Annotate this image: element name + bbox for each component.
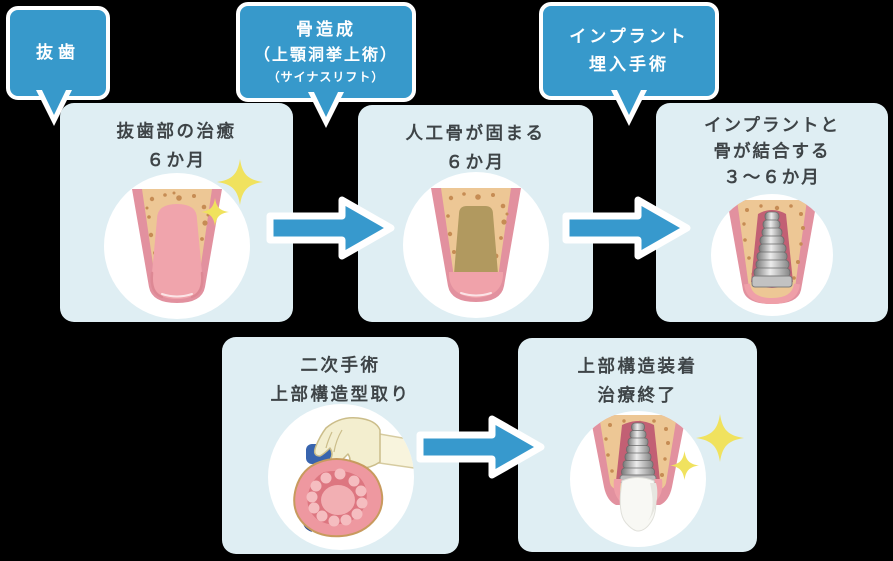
sparkle-icon [696, 414, 744, 462]
healed-socket-icon [131, 189, 222, 303]
step-title: 上部構造装着 治療終了 [518, 338, 757, 410]
step-title-line: ３〜６か月 [723, 167, 821, 187]
bubble-tail [616, 88, 642, 115]
step-title-line: ６か月 [445, 152, 506, 172]
bubble-tail [41, 88, 67, 115]
step-card-bone-hardening: 人工骨が固まる ６か月 [358, 105, 593, 322]
step-card-extraction-healing: 抜歯部の治癒 ６か月 [60, 103, 293, 322]
illustration-implant-in-bone [711, 194, 833, 316]
step-title-line: 二次手術 [300, 355, 381, 375]
illustration-impression-mold [267, 404, 414, 550]
step-title-line: 上部構造型取り [270, 384, 411, 404]
callout-implant-placement: インプラント 埋入手術 [539, 2, 719, 126]
step-title-line: 人工骨が固まる [405, 123, 546, 143]
step-title-line: 抜歯部の治癒 [116, 121, 237, 141]
implant-in-bone-icon [727, 200, 817, 305]
step-title-line: 治療終了 [597, 385, 678, 405]
callout-label: 抜歯 [36, 43, 80, 62]
callout-label-line: インプラント [569, 27, 689, 46]
step-title-line: ６か月 [146, 150, 207, 170]
callout-bone-grafting: 骨造成 （上顎洞挙上術） （サイナスリフト） [236, 2, 416, 128]
callout-implant-placement-box: インプラント 埋入手術 [539, 2, 719, 100]
step-title: 抜歯部の治癒 ６か月 [60, 103, 293, 175]
illustration-implant-with-crown [569, 411, 706, 547]
bone-graft-socket-icon [430, 188, 521, 302]
step-title-line: インプラントと [704, 115, 840, 135]
callout-bone-grafting-box: 骨造成 （上顎洞挙上術） （サイナスリフト） [236, 2, 416, 102]
step-title: 人工骨が固まる ６か月 [358, 105, 593, 177]
callout-extraction: 抜歯 [6, 6, 110, 126]
impression-mold-icon [292, 416, 414, 538]
arrow-right-icon [266, 196, 395, 260]
callout-extraction-box: 抜歯 [6, 6, 110, 100]
bubble-tail [313, 90, 339, 117]
callout-label-line: （上顎洞挙上術） [253, 47, 398, 64]
sparkle-icon [217, 159, 263, 205]
step-card-second-surgery: 二次手術 上部構造型取り [222, 337, 459, 554]
illustration-healed-socket [103, 173, 250, 319]
step-title-line: 骨が結合する [713, 141, 831, 161]
illustration-bone-graft-socket [402, 172, 549, 318]
step-title: インプラントと 骨が結合する ３〜６か月 [656, 103, 888, 190]
arrow-right-icon [416, 415, 545, 479]
step-title-line: 上部構造装着 [577, 356, 698, 376]
callout-label-line: （サイナスリフト） [267, 70, 385, 84]
callout-label-line: 骨造成 [296, 20, 356, 39]
implant-with-crown-icon [589, 415, 686, 532]
step-card-treatment-complete: 上部構造装着 治療終了 [518, 338, 757, 552]
sparkle-icon [201, 198, 229, 226]
arrow-right-icon [562, 196, 691, 260]
sparkle-icon [670, 451, 699, 480]
step-card-osseointegration: インプラントと 骨が結合する ３〜６か月 [656, 103, 888, 322]
callout-label-line: 埋入手術 [589, 55, 669, 74]
step-title: 二次手術 上部構造型取り [222, 337, 459, 409]
